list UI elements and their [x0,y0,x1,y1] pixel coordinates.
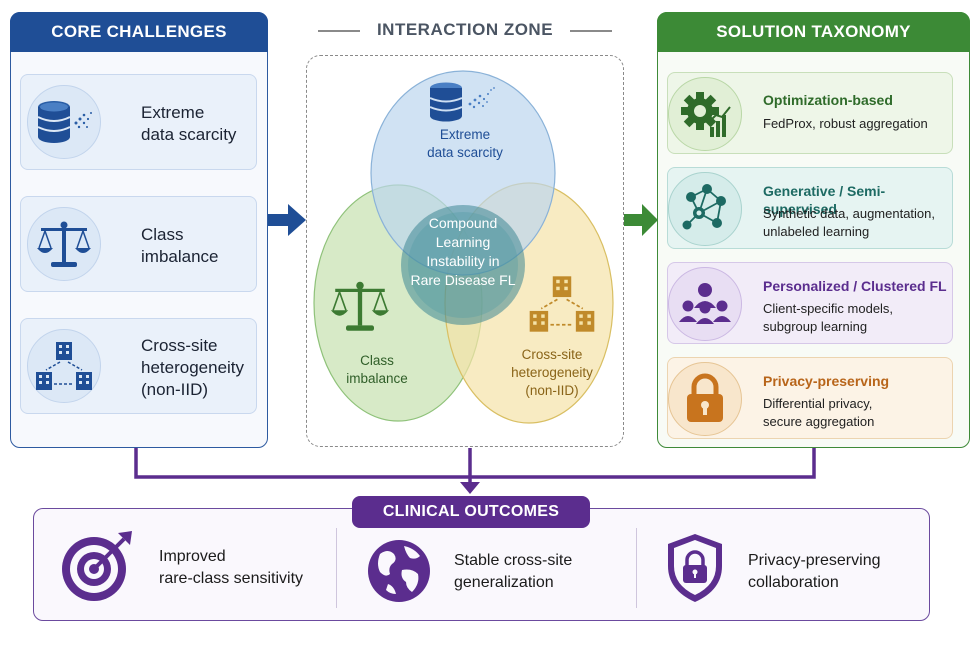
outcome-label-collaboration: Privacy-preserving collaboration [748,552,881,591]
challenge-label-imbalance: Class imbalance [141,225,219,266]
sites-network-icon [529,276,595,332]
venn-label-heterogeneity: Cross-site heterogeneity (non-IID) [511,347,593,398]
venn-center-overlap [401,205,525,325]
shield-lock-icon [668,534,722,602]
outcome-label-sensitivity: Improved rare-class sensitivity [159,548,304,587]
challenge-card-heterogeneity: Cross-site heterogeneity (non-IID) [20,318,257,414]
challenge-label-heterogeneity: Cross-site heterogeneity (non-IID) [141,336,245,399]
outcome-divider [636,528,637,608]
challenge-label-scarcity: Extreme data scarcity [141,103,237,144]
scale-icon [27,207,101,281]
solution-desc-generative-2: unlabeled learning [763,224,870,239]
venn-label-imbalance: Class imbalance [346,353,408,386]
target-icon [62,531,132,601]
database-icon [429,82,495,122]
core-challenges-title: CORE CHALLENGES [51,22,227,41]
outcome-label-generalization: Stable cross-site generalization [454,552,573,591]
gear-chart-icon [668,77,742,151]
globe-icon [368,540,430,602]
padlock-icon [668,362,742,436]
venn-label-scarcity: Extreme data scarcity [427,127,503,160]
solution-desc-privacy-1: Differential privacy, [763,396,873,411]
solution-card-optimization: Optimization-based FedProx, robust aggre… [667,72,953,154]
solution-desc-privacy-2: secure aggregation [763,414,875,429]
solution-desc-personalized-2: subgroup learning [763,319,868,334]
arrow-right-icon [268,204,306,236]
sites-network-icon [27,329,101,403]
challenge-card-class-imbalance: Class imbalance [20,196,257,292]
solution-title-optimization: Optimization-based [763,92,893,108]
clinical-outcomes-title: CLINICAL OUTCOMES [382,503,560,520]
zone-title-rule-left [318,30,360,32]
solution-desc-personalized-1: Client-specific models, [763,301,894,316]
interaction-zone-title: INTERACTION ZONE [376,20,554,39]
outcome-connector-lines [134,448,816,494]
venn-diagram [313,70,614,424]
solution-title-generative: Generative / Semi-supervised [763,183,886,217]
interaction-zone-box [306,55,624,447]
database-icon [27,85,101,159]
solution-card-privacy: Privacy-preserving Differential privacy,… [667,357,953,439]
solution-card-personalized: Personalized / Clustered FL Client-speci… [667,262,953,344]
clinical-outcomes-header: CLINICAL OUTCOMES [352,496,590,528]
zone-title-rule-right [570,30,612,32]
solution-title-personalized: Personalized / Clustered FL [763,278,947,294]
challenge-card-data-scarcity: Extreme data scarcity [20,74,257,170]
solution-title-privacy: Privacy-preserving [763,373,890,389]
network-nodes-icon [668,172,742,246]
solution-desc-generative-1: Synthetic data, augmentation, [763,206,936,221]
solution-card-generative: Generative / Semi-supervised Synthetic d… [667,167,953,249]
solution-taxonomy-title: SOLUTION TAXONOMY [716,22,911,41]
venn-label-center: Compound Learning Instability in Rare Di… [410,215,516,288]
scale-icon [330,281,390,331]
arrow-right-icon [624,204,658,236]
core-challenges-header: CORE CHALLENGES [10,12,268,52]
solution-taxonomy-header: SOLUTION TAXONOMY [657,12,970,52]
group-users-icon [668,267,742,341]
solution-desc-optimization: FedProx, robust aggregation [763,116,928,131]
outcome-divider [336,528,337,608]
